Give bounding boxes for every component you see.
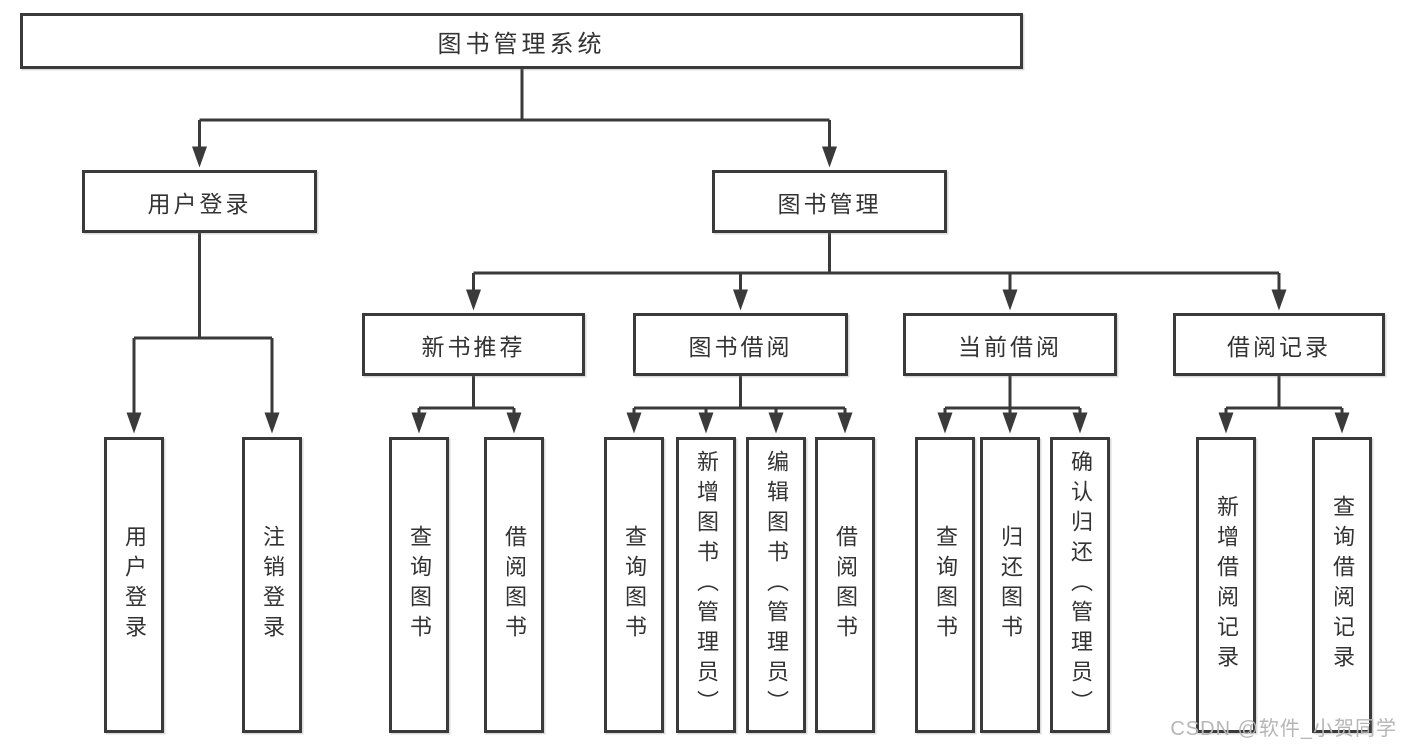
leaf-add-borrow-record: 新增借阅记录	[1196, 437, 1256, 733]
leaf-borrow-books-recommend: 借阅图书	[484, 437, 544, 733]
node-book-borrowing: 图书借阅	[633, 313, 848, 376]
leaf-confirm-return-admin: 确认归还（管理员）	[1050, 437, 1110, 733]
leaf-query-borrow-record: 查询借阅记录	[1312, 437, 1372, 733]
node-new-book-recommendation: 新书推荐	[362, 313, 585, 376]
leaf-add-books-admin: 新增图书（管理员）	[676, 437, 736, 733]
leaf-query-books-borrow: 查询图书	[604, 437, 664, 733]
leaf-edit-books-admin: 编辑图书（管理员）	[746, 437, 806, 733]
leaf-query-books-current: 查询图书	[915, 437, 975, 733]
node-current-borrowing: 当前借阅	[903, 313, 1117, 376]
node-user-login: 用户登录	[82, 170, 317, 233]
leaf-borrow-books: 借阅图书	[815, 437, 875, 733]
node-library-management-system: 图书管理系统	[20, 13, 1023, 69]
csdn-watermark: CSDN @软件_小贺同学	[1170, 718, 1397, 740]
node-borrowing-records: 借阅记录	[1173, 313, 1385, 376]
leaf-logout: 注销登录	[242, 437, 302, 733]
leaf-user-login: 用户登录	[104, 437, 164, 733]
leaf-query-books-recommend: 查询图书	[389, 437, 449, 733]
node-book-management: 图书管理	[712, 170, 947, 233]
leaf-return-books: 归还图书	[980, 437, 1040, 733]
